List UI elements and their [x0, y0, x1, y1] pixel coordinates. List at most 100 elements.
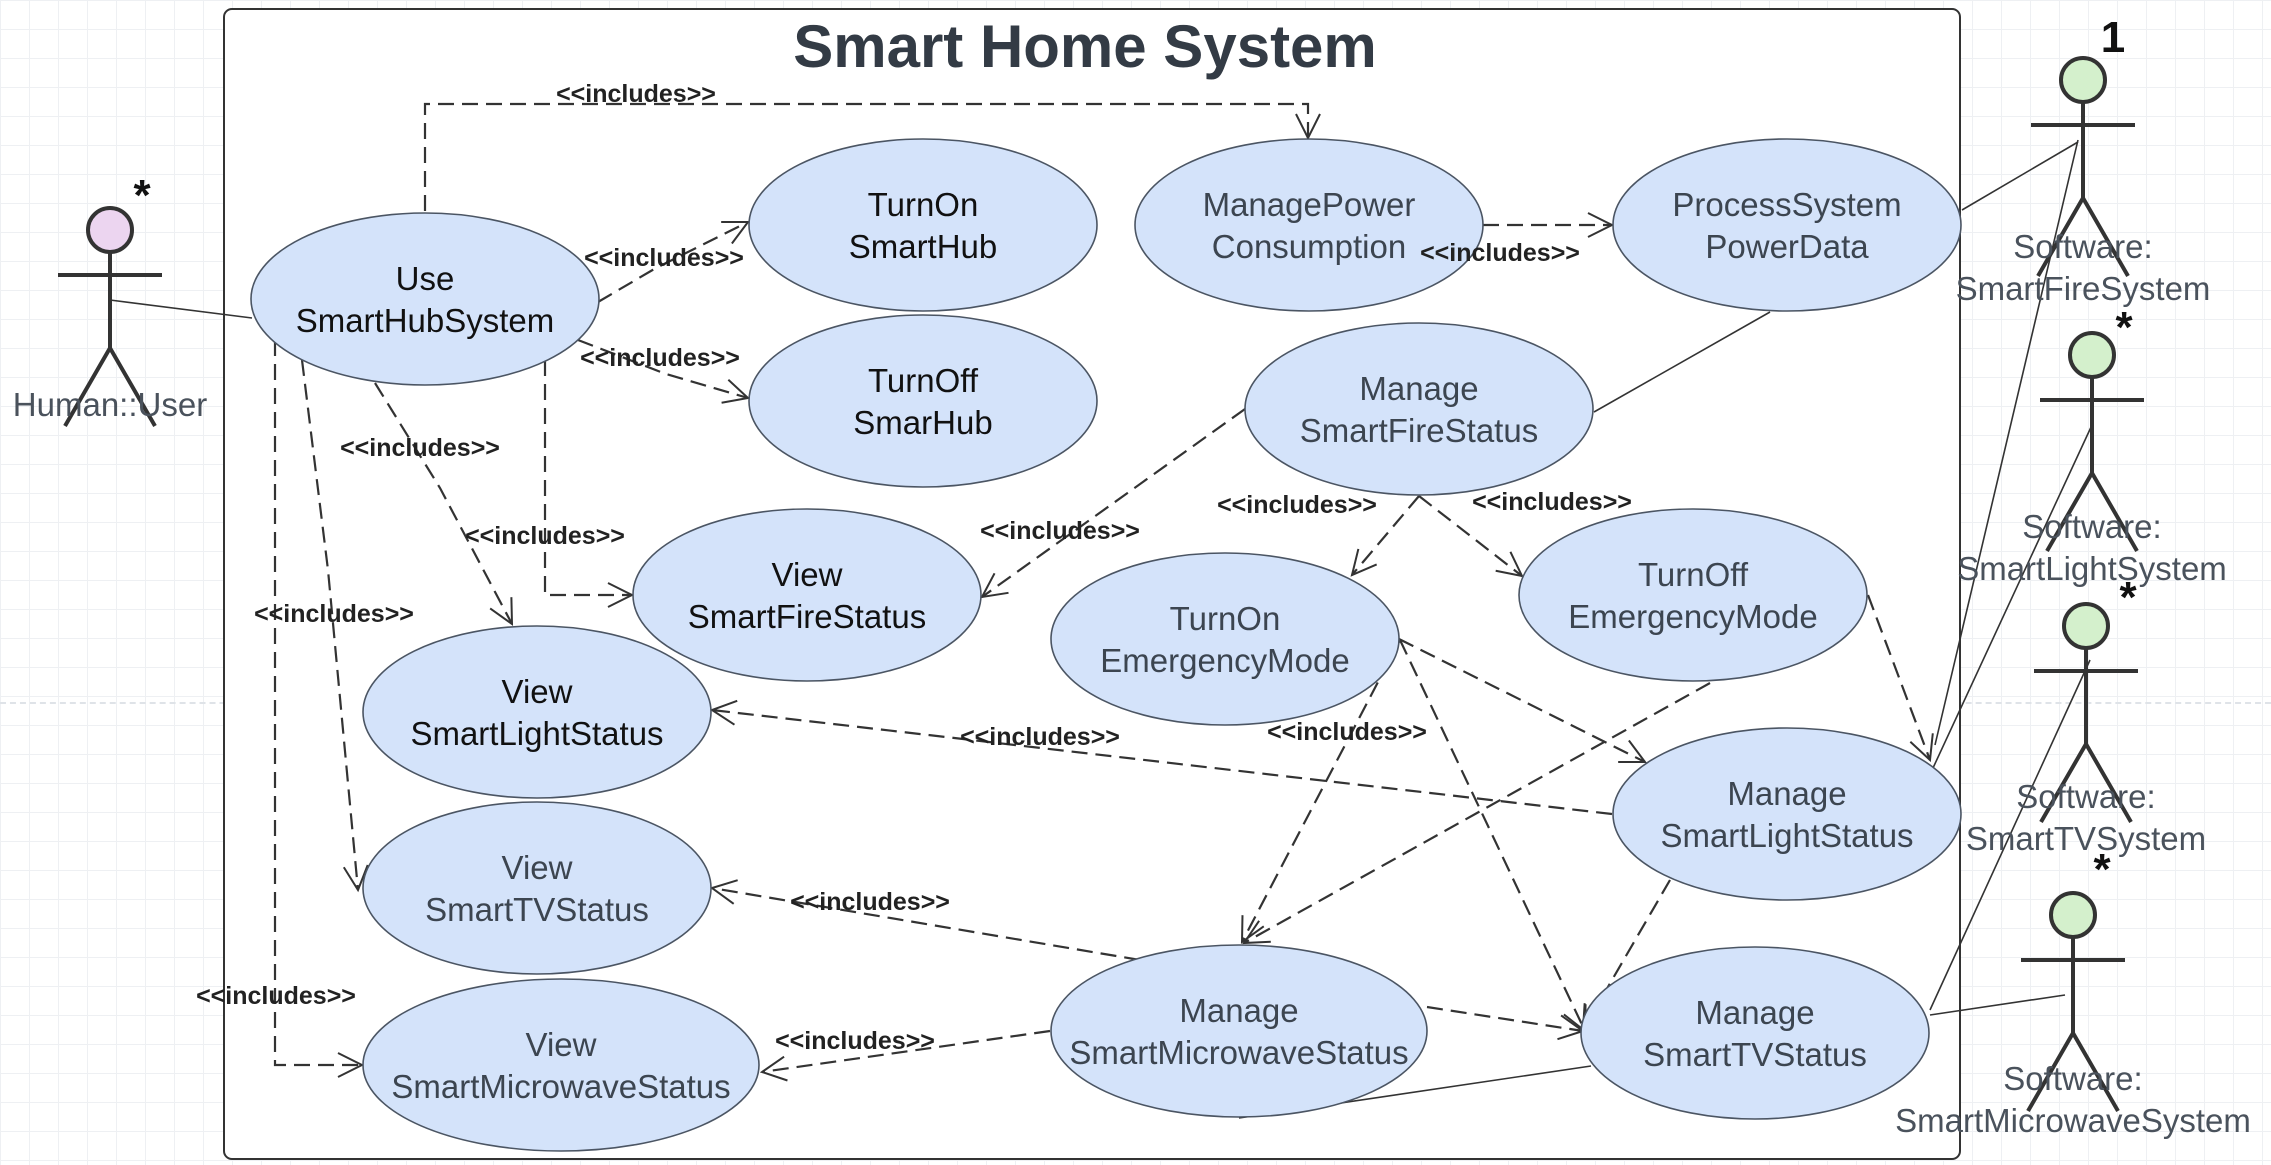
- use-case-label: Use: [396, 260, 455, 297]
- actor-label: Software:: [2003, 1060, 2142, 1097]
- include-manage-fire-to-turnon-emerg: [1350, 495, 1420, 577]
- actor-stick-figure: [2040, 377, 2144, 552]
- actor-microwave[interactable]: Software: SmartMicrowaveSystem *: [1895, 845, 2251, 1139]
- actor-multiplicity: 1: [2101, 13, 2125, 62]
- include-label: <<includes>>: [254, 600, 414, 628]
- use-case-ellipse: [1050, 944, 1428, 1118]
- use-case-label: View: [502, 849, 573, 886]
- use-case-label: Manage: [1695, 994, 1814, 1031]
- use-case-ellipse: [632, 508, 982, 682]
- include-manage-fire-to-view-fire: [980, 408, 1246, 599]
- include-label: <<includes>>: [960, 723, 1120, 751]
- actor-head: [2049, 891, 2097, 939]
- actor-multiplicity: *: [2119, 573, 2137, 622]
- use-case-ellipse: [1244, 322, 1594, 496]
- use-case-label: ProcessSystem: [1672, 186, 1901, 223]
- assoc-microwave-manage-tv: [1929, 994, 2066, 1016]
- include-turnon-emerg-to-manage-micro: [1240, 639, 1401, 944]
- use-case-label: TurnOff: [868, 362, 979, 399]
- actor-fire[interactable]: Software: SmartFireSystem 1: [1956, 13, 2211, 307]
- use-case-ellipse: [1050, 552, 1400, 726]
- include-label: <<includes>>: [580, 344, 740, 372]
- include-label: <<includes>>: [556, 80, 716, 108]
- include-relationships: [273, 102, 1934, 1082]
- include-label: <<includes>>: [980, 517, 1140, 545]
- actor-label: SmartMicrowaveSystem: [1895, 1102, 2251, 1139]
- actor-label: Human::User: [13, 386, 207, 423]
- include-turnoff-emerg-to-manage-light: [1866, 594, 1934, 763]
- include-manage-micro-to-view-micro: [759, 1029, 1051, 1082]
- include-use-hub-to-turnoff-hub: [577, 338, 751, 404]
- actor-light[interactable]: Software: SmartLightSystem *: [1957, 303, 2227, 587]
- actor-tv[interactable]: Software:SmartTVSystem*: [1966, 573, 2206, 857]
- use-case-label: SmartTVStatus: [1643, 1036, 1867, 1073]
- actor-label: SmartLightSystem: [1957, 550, 2227, 587]
- include-turnon-emerg-to-manage-tv: [1399, 639, 1587, 1034]
- include-label: <<includes>>: [465, 522, 625, 550]
- actor-multiplicity: *: [2115, 303, 2133, 352]
- include-manage-light-to-view-light: [709, 699, 1613, 816]
- use-case-ellipse: [1612, 138, 1962, 312]
- assoc-user-use-hub: [109, 299, 253, 319]
- actor-user[interactable]: Human::User*: [13, 171, 207, 427]
- actors: Human::User*Software:SmartFireSystem1Sof…: [13, 13, 2251, 1139]
- include-use-hub-to-view-micro: [273, 340, 365, 1078]
- include-label: <<includes>>: [584, 244, 744, 272]
- use-case-label: Manage: [1179, 992, 1298, 1029]
- use-case-label: SmartFireStatus: [688, 598, 926, 635]
- include-use-hub-to-view-fire: [543, 360, 635, 608]
- use-case-label: SmartLightStatus: [410, 715, 663, 752]
- include-use-hub-to-view-light: [374, 382, 514, 626]
- use-case-label: Consumption: [1212, 228, 1406, 265]
- actor-stick-figure: [2021, 937, 2125, 1112]
- use-case-label: SmarHub: [853, 404, 992, 441]
- actor-head: [2062, 602, 2110, 650]
- actor-head: [86, 206, 134, 254]
- actor-label: SmartTVSystem: [1966, 820, 2206, 857]
- use-case-ellipse: [748, 314, 1098, 488]
- use-case-label: SmartFireStatus: [1300, 412, 1538, 449]
- use-case-label: Manage: [1359, 370, 1478, 407]
- use-case-label: View: [502, 673, 573, 710]
- use-case-label: EmergencyMode: [1568, 598, 1817, 635]
- actor-stick-figure: [58, 252, 162, 427]
- actor-label: SmartFireSystem: [1956, 270, 2211, 307]
- use-case-label: Manage: [1727, 775, 1846, 812]
- include-use-hub-to-manage-power: [423, 102, 1321, 211]
- use-case-label: SmartHub: [849, 228, 998, 265]
- actor-label: Software:: [2022, 508, 2161, 545]
- system-title: Smart Home System: [793, 13, 1377, 80]
- actor-head: [2059, 56, 2107, 104]
- assoc-fire-process-power: [1961, 141, 2079, 211]
- include-label: <<includes>>: [775, 1027, 935, 1055]
- assoc-process-power-manage-fire: [1593, 311, 1771, 413]
- include-labels: <<includes>> <<includes>> <<includes>> <<in…: [196, 80, 1632, 1055]
- use-case-label: TurnOn: [1170, 600, 1281, 637]
- use-case-ellipse: [1612, 727, 1962, 901]
- actor-label: Software:: [2013, 228, 2152, 265]
- include-label: <<includes>>: [340, 434, 500, 462]
- include-manage-micro-to-view-tv: [709, 879, 1141, 962]
- use-case-label: TurnOn: [868, 186, 979, 223]
- actor-multiplicity: *: [2093, 845, 2111, 894]
- use-case-label: SmartHubSystem: [296, 302, 555, 339]
- include-turnoff-emerg-to-manage-micro: [1242, 682, 1711, 945]
- use-case-label: TurnOff: [1638, 556, 1749, 593]
- assoc-fire-manage-light: [1934, 139, 2079, 746]
